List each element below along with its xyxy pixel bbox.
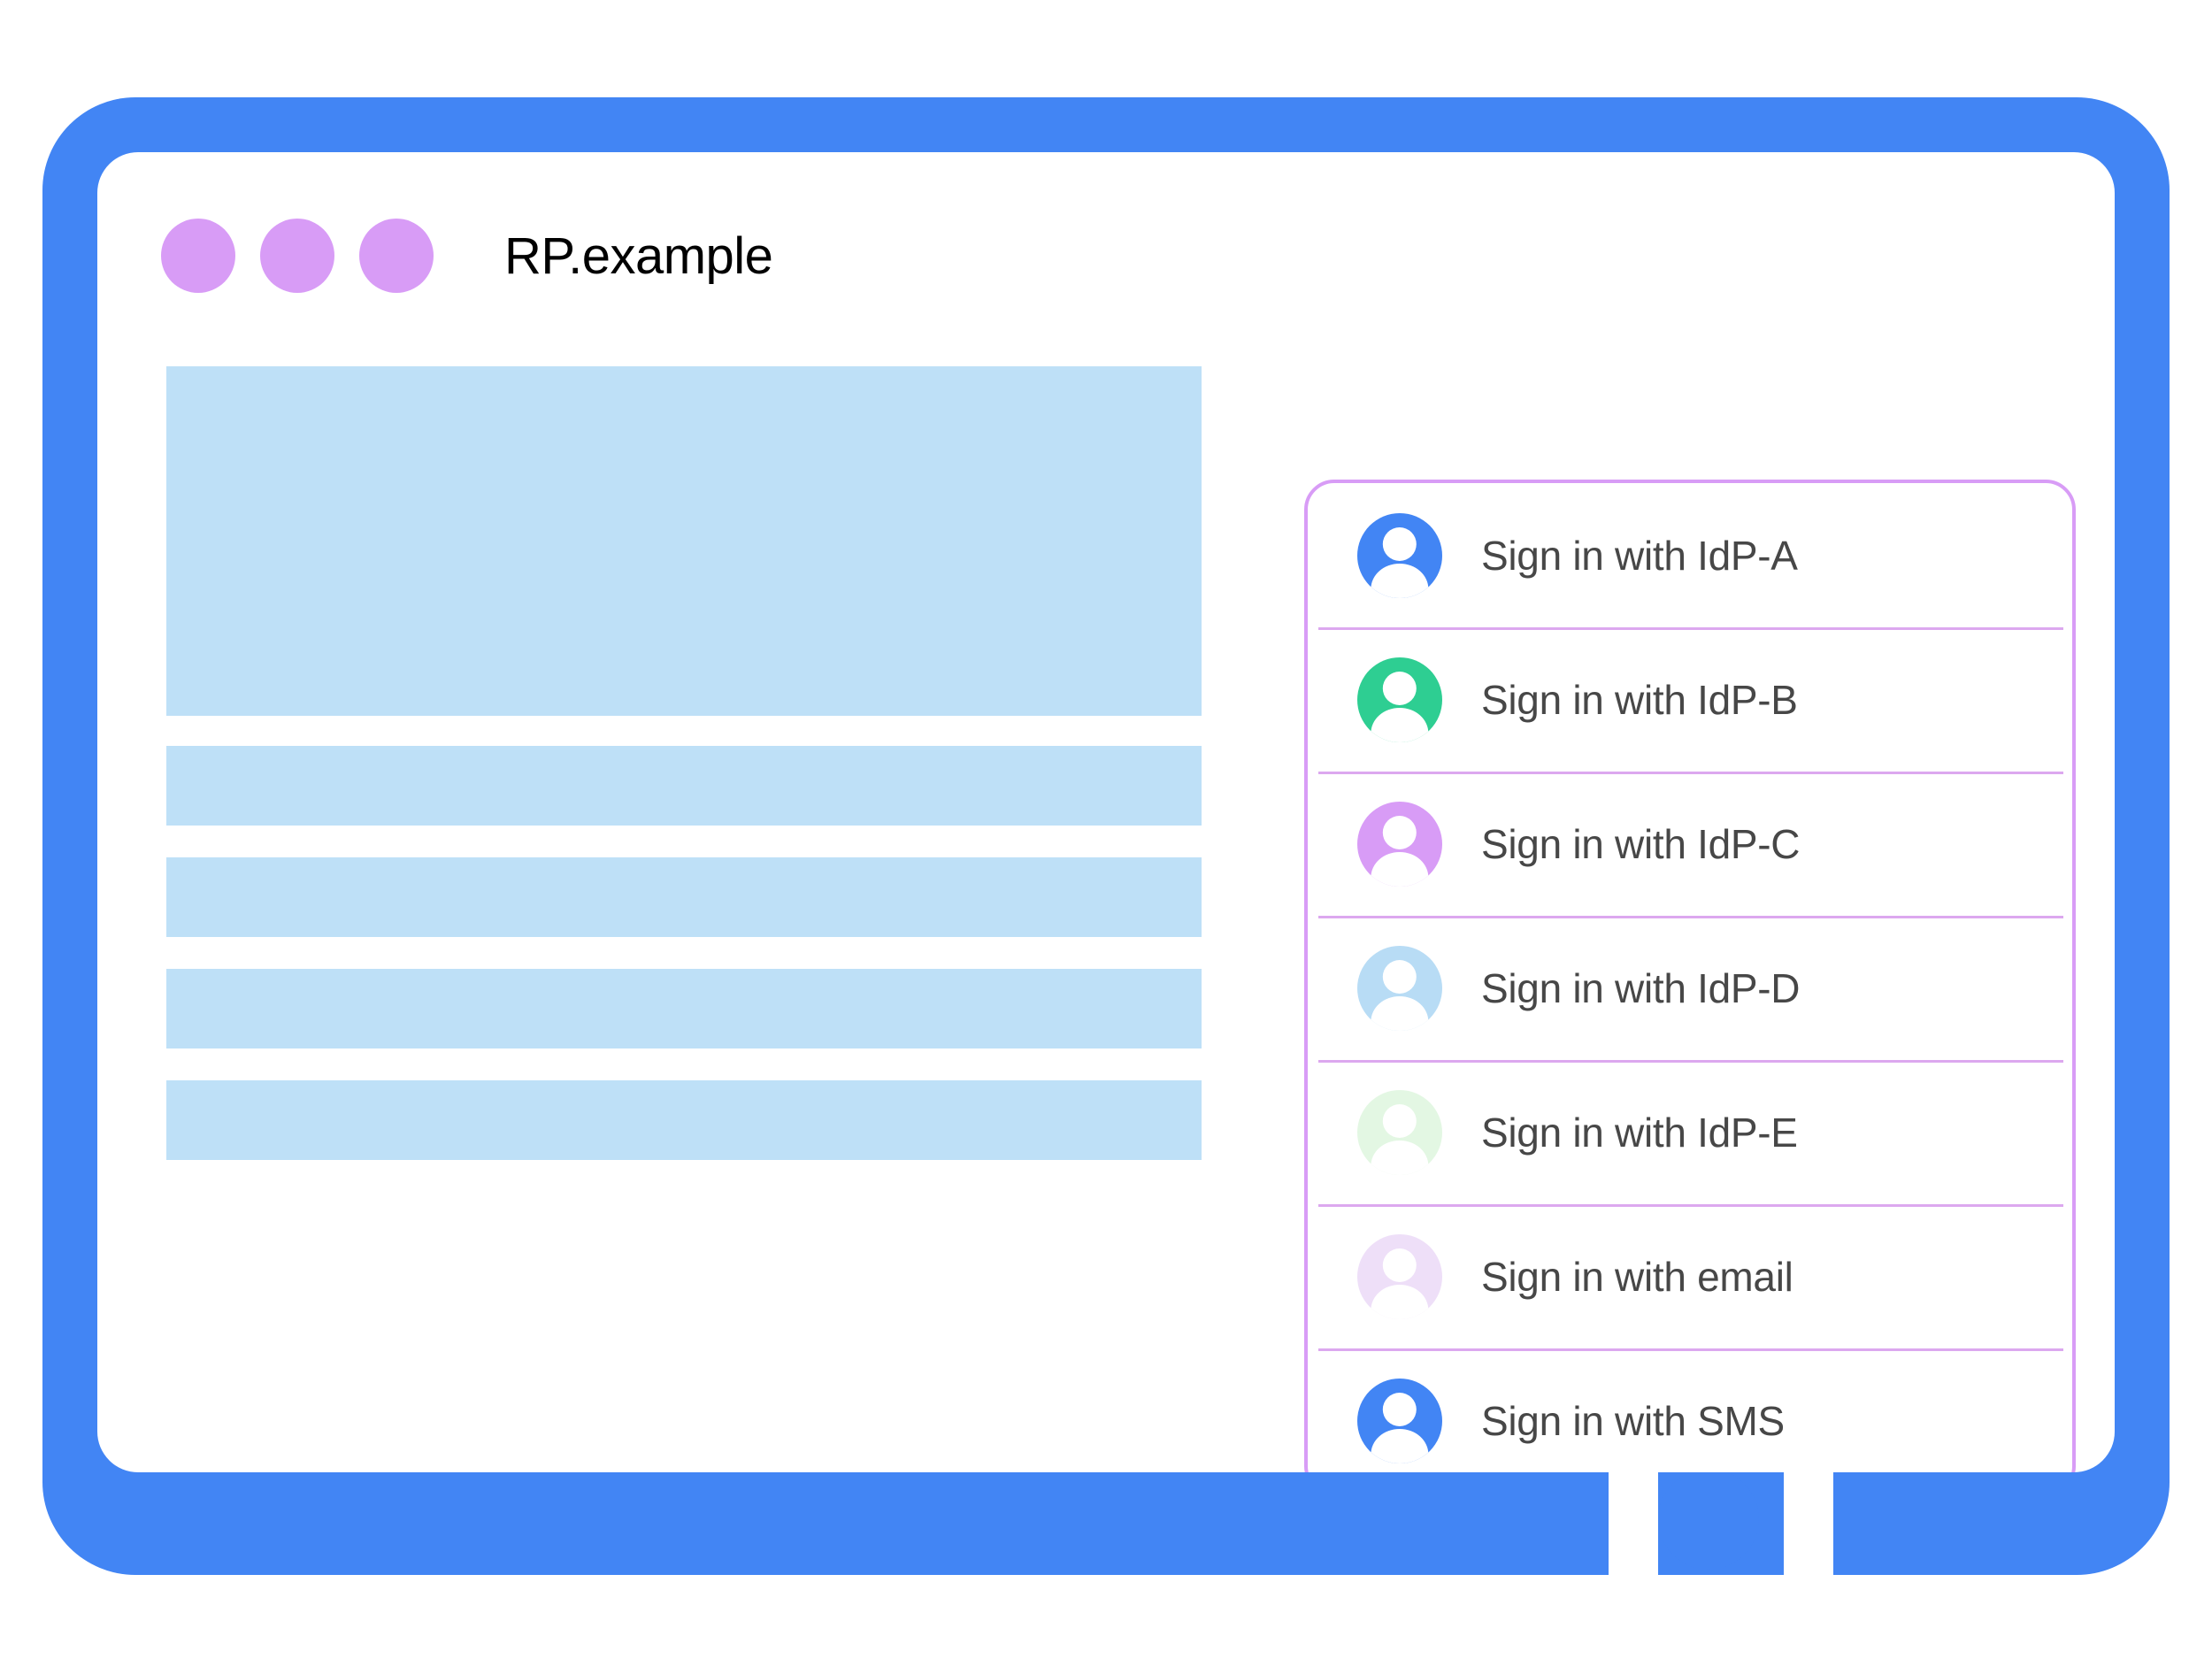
signin-option-sms[interactable]: Sign in with SMS	[1308, 1348, 2072, 1472]
signin-option-idp-b[interactable]: Sign in with IdP-B	[1308, 627, 2072, 772]
home-button[interactable]	[1658, 1469, 1759, 1570]
window-dot-3[interactable]	[359, 219, 434, 293]
window-dot-2[interactable]	[260, 219, 334, 293]
account-circle-icon	[1357, 1378, 1442, 1463]
account-circle-icon	[1357, 512, 1442, 598]
text-placeholder-2	[166, 857, 1202, 937]
site-title: RP.example	[504, 227, 773, 285]
signin-option-label: Sign in with email	[1481, 1253, 1793, 1300]
account-circle-icon	[1357, 657, 1442, 742]
device-frame: RP.example Sign in with IdP-A Sign in wi…	[42, 97, 2170, 1578]
signin-option-idp-e[interactable]: Sign in with IdP-E	[1308, 1060, 2072, 1204]
text-placeholder-4	[166, 1080, 1202, 1160]
bezel-gap-right	[1784, 1471, 1833, 1578]
hero-placeholder	[166, 366, 1202, 716]
signin-option-idp-d[interactable]: Sign in with IdP-D	[1308, 916, 2072, 1060]
window-dot-1[interactable]	[161, 219, 235, 293]
text-placeholder-3	[166, 969, 1202, 1048]
signin-options-card: Sign in with IdP-A Sign in with IdP-B Si…	[1304, 480, 2076, 1472]
account-circle-icon	[1357, 801, 1442, 887]
signin-option-idp-a[interactable]: Sign in with IdP-A	[1308, 483, 2072, 627]
signin-option-email[interactable]: Sign in with email	[1308, 1204, 2072, 1348]
bezel-gap-left	[1609, 1471, 1658, 1578]
signin-option-label: Sign in with IdP-B	[1481, 676, 1798, 723]
signin-option-label: Sign in with IdP-E	[1481, 1109, 1798, 1156]
signin-option-label: Sign in with IdP-A	[1481, 532, 1798, 579]
device-screen: RP.example Sign in with IdP-A Sign in wi…	[97, 152, 2115, 1472]
browser-chrome-bar: RP.example	[161, 207, 773, 304]
signin-option-idp-c[interactable]: Sign in with IdP-C	[1308, 772, 2072, 916]
signin-option-label: Sign in with SMS	[1481, 1397, 1785, 1444]
account-circle-icon	[1357, 1233, 1442, 1319]
text-placeholder-1	[166, 746, 1202, 826]
signin-option-label: Sign in with IdP-C	[1481, 820, 1801, 867]
account-circle-icon	[1357, 945, 1442, 1031]
account-circle-icon	[1357, 1089, 1442, 1175]
page-content-placeholders	[166, 366, 1202, 1192]
signin-option-label: Sign in with IdP-D	[1481, 964, 1801, 1011]
